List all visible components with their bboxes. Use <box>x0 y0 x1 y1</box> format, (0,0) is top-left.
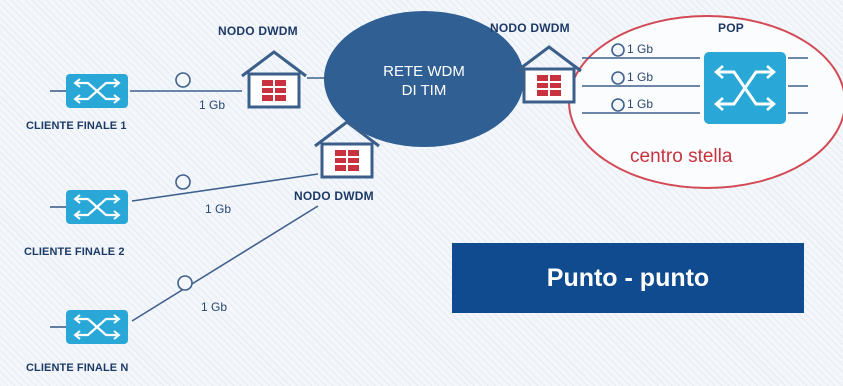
client-label-2: CLIENTE FINALE 2 <box>24 246 125 258</box>
link-speed-client-1: 1 Gb <box>199 98 226 112</box>
connection-lines <box>50 57 808 328</box>
rete-wdm-cloud <box>324 11 524 147</box>
node-label-1: NODO DWDM <box>218 24 298 38</box>
dwdm-node-icon <box>314 120 380 179</box>
punto-punto-banner: Punto - punto <box>452 243 804 313</box>
optical-link-circle-icon <box>175 72 191 88</box>
pop-link-speed-1: 1 Gb <box>627 42 654 56</box>
centro-stella-caption: centro stella <box>630 146 733 167</box>
link-speed-client-2: 1 Gb <box>205 202 232 216</box>
pop-link-speed-2: 1 Gb <box>627 70 654 84</box>
cloud-label-line1: RETE WDM <box>383 63 465 80</box>
pop-link-speed-3: 1 Gb <box>627 97 654 111</box>
client-label-1: CLIENTE FINALE 1 <box>26 120 127 132</box>
switch-icon <box>66 74 128 108</box>
cloud-label-line2: DI TIM <box>401 82 447 99</box>
switch-icon <box>704 52 786 124</box>
optical-link-circle-icon <box>611 98 625 112</box>
client-label-n: CLIENTE FINALE N <box>26 362 129 374</box>
dwdm-node-icon <box>241 50 307 109</box>
switch-icon <box>66 310 128 344</box>
link-line-client-2 <box>131 173 319 202</box>
switch-icon <box>66 190 128 224</box>
node-label-3: NODO DWDM <box>490 21 570 35</box>
link-speed-client-n: 1 Gb <box>201 300 228 314</box>
link-line-client-n <box>131 205 319 322</box>
link-circles <box>175 43 625 291</box>
optical-link-circle-icon <box>611 43 625 57</box>
pop-label: POP <box>718 21 744 35</box>
dwdm-node-icon <box>516 45 582 104</box>
optical-link-circle-icon <box>611 71 625 85</box>
optical-link-circle-icon <box>175 174 191 190</box>
optical-link-circle-icon <box>177 275 193 291</box>
node-label-2: NODO DWDM <box>294 189 374 203</box>
